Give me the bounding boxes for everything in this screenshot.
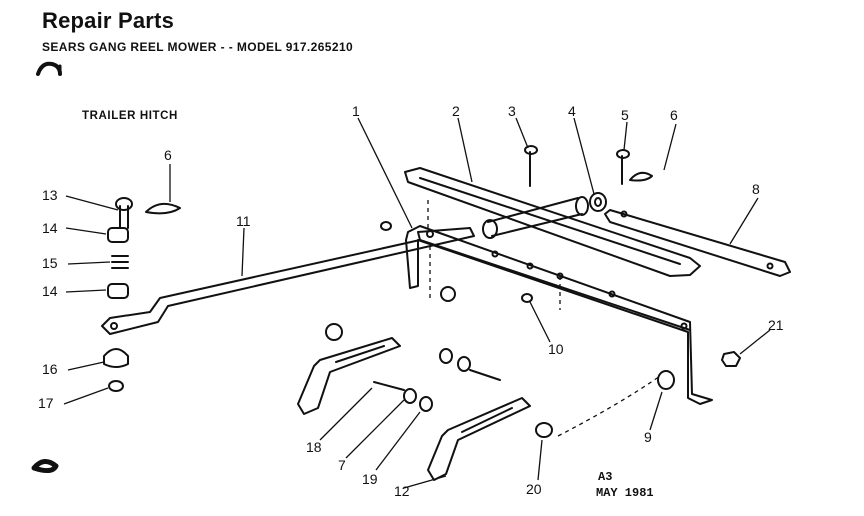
sears-logo-icon: [36, 61, 62, 76]
bracket-left: [297, 337, 401, 415]
stamp-code: A3: [598, 470, 613, 484]
part-2-top-plate: [404, 167, 701, 277]
section-label: TRAILER HITCH: [82, 110, 178, 122]
callout-14: 14: [42, 220, 58, 236]
part-14-spacer-2: [107, 283, 129, 299]
callout-12: 12: [394, 483, 410, 499]
part-14-spacer: [107, 227, 129, 243]
callout-21: 21: [768, 317, 784, 333]
callout-3: 3: [508, 103, 516, 119]
part-12-bracket: [427, 397, 531, 481]
part-7-bolt: [469, 369, 501, 381]
callout-6-left: 6: [164, 147, 172, 163]
callout-16: 16: [42, 361, 58, 377]
callout-15: 15: [42, 255, 58, 271]
part-11-hitch-bar: [101, 227, 475, 335]
callout-1: 1: [352, 103, 360, 119]
part-21-nut: [721, 351, 741, 367]
part-18-bolt: [373, 381, 405, 391]
part-8-bar: [604, 209, 791, 277]
callout-11: 11: [236, 213, 251, 229]
part-6-clip: [629, 171, 653, 182]
part-16-knob: [103, 348, 129, 368]
callout-19: 19: [362, 471, 378, 487]
callout-13: 13: [42, 187, 58, 203]
callout-8: 8: [752, 181, 760, 197]
callout-14-lower: 14: [42, 283, 58, 299]
callout-20: 20: [526, 481, 542, 497]
part-4-tube: [487, 197, 583, 237]
callout-4: 4: [568, 103, 576, 119]
page-title: Repair Parts: [42, 8, 175, 33]
callout-17: 17: [38, 395, 54, 411]
ink-blot-icon: [31, 459, 59, 474]
stamp-date: MAY 1981: [596, 486, 654, 500]
callout-2: 2: [452, 103, 460, 119]
callout-6: 6: [670, 107, 678, 123]
part-1-frame: [405, 225, 713, 405]
callout-9: 9: [644, 429, 652, 445]
callout-18: 18: [306, 439, 322, 455]
model-subtitle: SEARS GANG REEL MOWER - - MODEL 917.2652…: [42, 40, 354, 54]
callout-7: 7: [338, 457, 346, 473]
callout-5: 5: [621, 107, 629, 123]
part-17-washer: [108, 380, 124, 392]
callout-10: 10: [548, 341, 564, 357]
part-6-clip-left: [145, 202, 181, 215]
part-15-spring: [111, 255, 129, 269]
